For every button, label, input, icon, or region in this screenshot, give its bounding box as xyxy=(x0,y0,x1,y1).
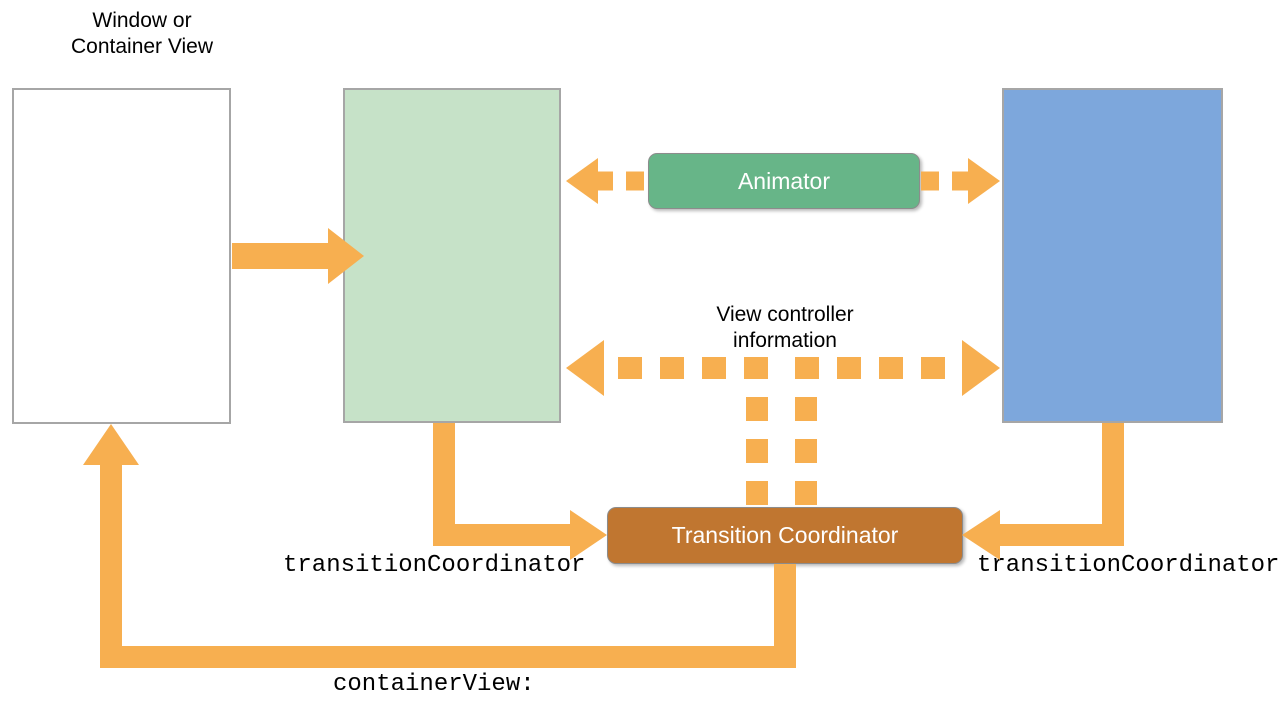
animator-label: Animator xyxy=(737,167,831,194)
arrow-tc-to-from-view-info xyxy=(566,340,768,505)
animator-node[interactable]: Animator xyxy=(648,153,920,209)
container-view-box[interactable] xyxy=(12,88,231,424)
arrow-to-view-to-tc xyxy=(962,423,1124,560)
window-or-container-view-label: Window or Container View xyxy=(70,9,214,58)
transition-coordinator-right-label: transitionCoordinator xyxy=(977,552,1280,579)
arrow-tc-to-to-view-info xyxy=(795,340,1000,505)
to-view-box[interactable] xyxy=(1002,88,1223,423)
transition-coordinator-label: Transition Coordinator xyxy=(671,522,899,548)
from-view-box[interactable] xyxy=(343,88,561,423)
transition-coordinator-node[interactable]: Transition Coordinator xyxy=(607,507,963,564)
arrow-from-view-to-tc xyxy=(433,423,607,560)
container-view-method-label: containerView: xyxy=(333,671,535,698)
arrow-animator-to-to-view xyxy=(921,158,1000,204)
transition-coordinator-left-label: transitionCoordinator xyxy=(283,552,586,579)
arrow-animator-to-from-view xyxy=(566,158,648,204)
view-controller-information-label: View controller information xyxy=(716,303,854,352)
